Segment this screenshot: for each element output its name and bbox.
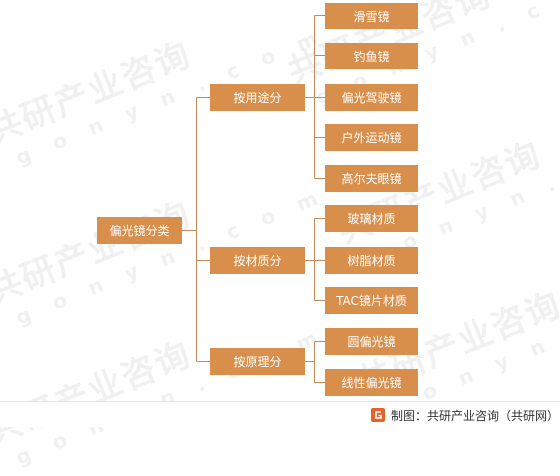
source-caption: 制图：共研产业咨询（共研网） [391, 409, 560, 423]
leaf-node: 偏光驾驶镜 [325, 84, 418, 111]
leaf-node: 钓鱼镜 [325, 43, 418, 69]
leaf-node: 线性偏光镜 [325, 369, 418, 396]
leaf-node: 玻璃材质 [325, 205, 418, 232]
leaf-node: TAC镜片材质 [325, 287, 418, 314]
group-node-principle: 按原理分 [210, 348, 305, 375]
leaf-node: 树脂材质 [325, 247, 418, 274]
group-node-material: 按材质分 [210, 247, 305, 274]
leaf-node: 高尔夫眼镜 [325, 165, 418, 192]
root-node: 偏光镜分类 [97, 217, 182, 244]
leaf-node: 户外运动镜 [325, 124, 418, 151]
leaf-node: 滑雪镜 [325, 3, 418, 29]
gonyn-logo-icon [371, 408, 385, 422]
footer: 制图：共研产业咨询（共研网） [0, 401, 560, 427]
group-node-purpose: 按用途分 [210, 84, 305, 111]
leaf-node: 圆偏光镜 [325, 328, 418, 355]
connector-lines [182, 15, 325, 383]
